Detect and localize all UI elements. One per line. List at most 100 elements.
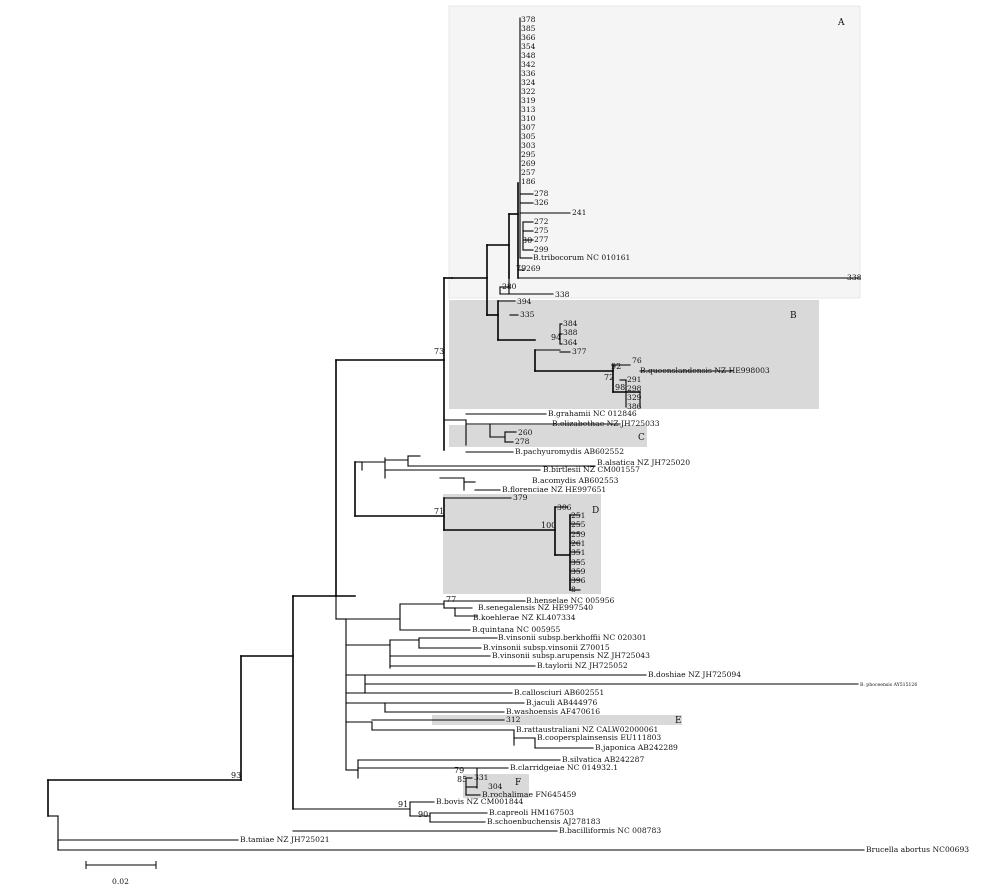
taxon-label: B.alsatica NZ JH725020 [597,458,690,467]
taxon-label: 291 [627,375,642,384]
taxon-label: B.henselae NC 005956 [526,596,615,605]
taxon-label: B.washoensis AF470616 [506,707,600,716]
taxon-label: 364 [563,338,578,347]
bootstrap-71: 71 [434,507,444,516]
taxon-label: 278 [534,189,549,198]
bootstrap-90: 90 [418,810,428,819]
taxon-label: 338 [847,273,862,282]
taxon-label: 280 [502,282,517,291]
taxon-label: 378 [521,15,536,24]
taxon-label: B.tamiae NZ JH725021 [240,835,330,844]
taxon-label: 257 [521,168,536,177]
taxon-label: 313 [521,105,536,114]
bootstrap-79-a: 79 [516,264,526,273]
taxon-label: B.grahamii NC 012846 [548,409,637,418]
taxon-label: B.queenslandensis NZ HE998003 [640,366,770,375]
taxon-label: 351 [571,548,586,557]
taxon-label: 336 [521,69,536,78]
taxon-label: 303 [521,141,536,150]
taxon-label: 355 [571,558,586,567]
taxon-label: 377 [572,347,587,356]
taxon-label: 385 [521,24,536,33]
taxon-label: 331 [474,773,489,782]
taxon-label: 322 [521,87,536,96]
clade-box-c [449,425,647,447]
taxon-label: B.vinsonii subsp.berkhoffii NC 020301 [498,633,647,642]
taxon-label: 304 [488,782,503,791]
bootstrap-94: 94 [551,333,561,342]
taxon-label: 272 [534,217,549,226]
taxon-label: B.rattaustraliani NZ CALW02000061 [516,725,658,734]
lower-taxa-labels: B.henselae NC 005956 B.senegalensis NZ H… [240,596,969,854]
taxon-label: 329 [627,393,642,402]
taxon-label: 386 [627,402,642,411]
bootstrap-85: 85 [457,775,467,784]
taxon-label: 261 [571,539,586,548]
taxon-label: B.vinsonii subsp.arupensis NZ JH725043 [492,651,650,660]
taxon-label: 354 [521,42,536,51]
clade-c-labels: B.grahamii NC 012846 B.elizabethae NZ JH… [515,409,660,456]
clade-box-e [432,715,682,725]
taxon-label: 275 [534,226,549,235]
taxon-label: 299 [534,245,549,254]
taxon-label: B.jaculi AB444976 [526,698,598,707]
taxon-label: B.taylorii NZ JH725052 [537,661,628,670]
taxon-label: Brucella abortus NC00693 [866,845,969,854]
taxon-label: B.clarridgeiae NC 014932.1 [510,763,618,772]
taxon-label: 366 [521,33,536,42]
clade-a-labels: 378 385 366 354 348 342 336 324 322 319 … [502,15,862,299]
bootstrap-79-b: 79 [454,766,464,775]
taxon-label: 359 [571,567,586,576]
taxon-label: B.capreoli HM167503 [489,808,574,817]
taxon-label: B.koehlerae NZ KL407334 [473,613,576,622]
taxon-label: B.silvatica AB242287 [562,755,644,764]
taxon-label: B.quintana NC 005955 [472,625,561,634]
taxon-label: 298 [627,384,642,393]
clade-b-labels: 394 335 384 388 364 377 76 B.queenslande… [517,297,770,411]
clade-box-b [449,300,819,409]
taxon-label: 342 [521,60,536,69]
taxon-label: 394 [517,297,532,306]
taxon-label: 307 [521,123,536,132]
bootstrap-30: 30 [522,236,532,245]
clade-box-a [448,5,861,299]
bootstrap-91: 91 [398,800,408,809]
bootstrap-77: 77 [446,595,456,604]
taxon-label: 310 [521,114,536,123]
taxon-label: B.callosciuri AB602551 [514,688,604,697]
taxon-label: 251 [571,511,586,520]
taxon-label: 76 [632,356,642,365]
taxon-label: B.coopersplainsensis EU111803 [537,733,661,742]
taxon-label: B.pachyuromydis AB602552 [515,447,624,456]
taxon-label: B.florenciae NZ HE997651 [502,485,606,494]
taxon-label: B.bovis NZ CM001844 [436,797,524,806]
taxon-label: B.elizabethae NZ JH725033 [552,419,660,428]
taxon-label: B.tribocorum NC 010161 [533,253,630,262]
taxon-label: B.japonica AB242289 [595,743,678,752]
clade-label-f: F [515,778,521,788]
clade-d-labels: 379 306 251 255 259 261 351 355 359 396 … [513,493,586,594]
taxon-label: B.acomydis AB602553 [532,476,619,485]
taxon-label: 186 [521,177,536,186]
taxon-label: B.senegalensis NZ HE997540 [478,603,593,612]
bootstrap-73: 73 [434,347,444,356]
bootstrap-92: 92 [611,362,621,371]
taxon-label: 319 [521,96,536,105]
taxon-label: 295 [521,150,536,159]
tree-branches [47,17,865,851]
scale-bar-label: 0.02 [112,877,129,886]
taxon-label: 277 [534,235,549,244]
taxon-label: B.schoenbuchensis AJ278183 [487,817,601,826]
clade-label-d: D [592,506,599,516]
clade-label-b: B [790,311,797,321]
alsatica-group-labels: B.alsatica NZ JH725020 B.birtlesii NZ CM… [502,458,690,494]
taxon-label: B.rochalimae FN645459 [482,790,576,799]
scale-bar: 0.02 [85,861,157,886]
taxon-label: 255 [571,520,586,529]
taxon-label: 312 [506,715,521,724]
clade-box-d [443,494,601,594]
taxon-label: 388 [563,328,578,337]
clade-box-f [463,774,529,798]
clade-label-c: C [638,433,645,443]
